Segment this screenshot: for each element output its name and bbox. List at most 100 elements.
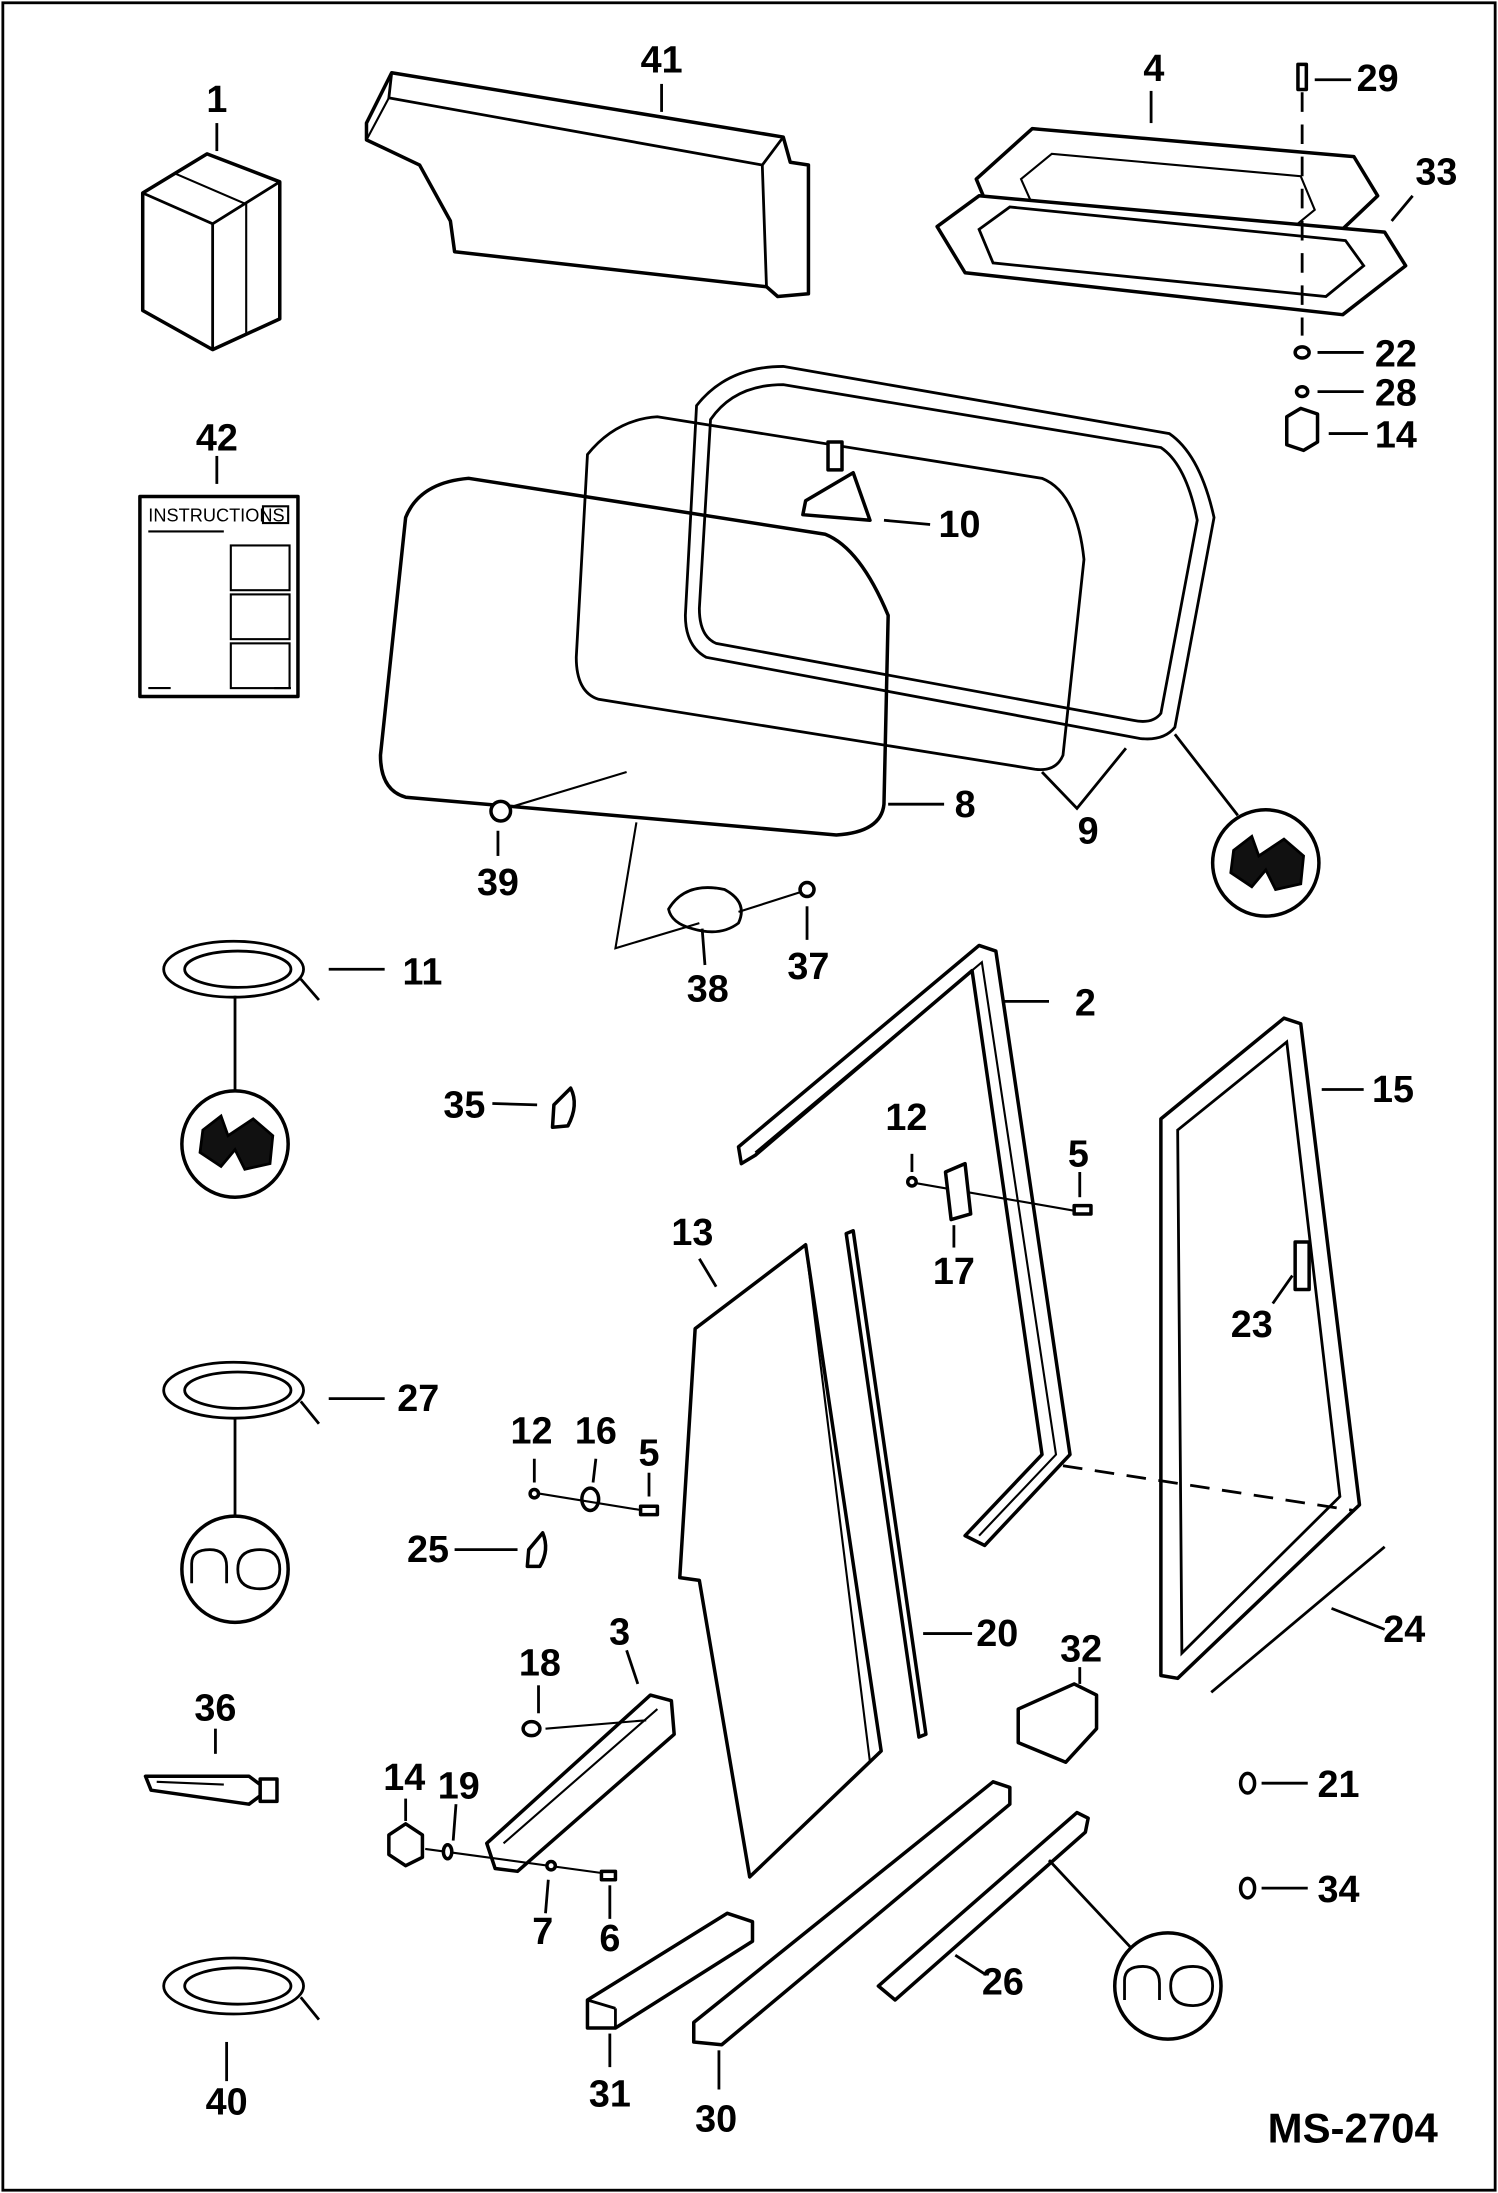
seal-profile-d xyxy=(1112,1931,1223,2041)
part-34-plug xyxy=(1238,1876,1257,1900)
seal-profile-a xyxy=(1210,808,1321,918)
part-12-nut-lower xyxy=(528,1487,541,1500)
drawing-code: MS-2704 xyxy=(1268,2105,1439,2152)
part-21-plug xyxy=(1238,1771,1257,1795)
part-35-clip xyxy=(550,1086,576,1130)
callout-41: 41 xyxy=(641,40,683,82)
callout-11: 11 xyxy=(402,952,442,994)
part-5-screw-lower xyxy=(638,1504,660,1517)
part-37-nut xyxy=(798,880,816,899)
leader-33 xyxy=(1390,194,1414,222)
frame-align-line xyxy=(1062,1464,1355,1512)
leader-19 xyxy=(451,1804,458,1841)
seal-profile-b xyxy=(180,1089,290,1199)
callout-34: 34 xyxy=(1318,1869,1360,1911)
callout-40: 40 xyxy=(206,2082,248,2124)
bolt-line-middle xyxy=(539,1492,644,1512)
callout-21: 21 xyxy=(1318,1764,1360,1806)
part-13-panel xyxy=(678,1243,883,1879)
part-32-block xyxy=(1016,1682,1099,1764)
leader-9 xyxy=(1040,747,1128,811)
callout-17: 17 xyxy=(933,1251,975,1293)
callout-12-upper: 12 xyxy=(885,1097,927,1139)
callout-39: 39 xyxy=(477,862,519,904)
callout-30: 30 xyxy=(695,2098,737,2140)
callout-9: 9 xyxy=(1078,810,1099,852)
leader-16 xyxy=(591,1458,598,1483)
part-12-nut-upper xyxy=(905,1175,918,1188)
part-31-edge xyxy=(587,1998,616,2010)
callout-33: 33 xyxy=(1415,152,1457,194)
part-26-bar xyxy=(876,1810,1090,2002)
callout-26: 26 xyxy=(982,1961,1024,2003)
callout-38: 38 xyxy=(687,968,729,1010)
leader-23 xyxy=(1271,1274,1294,1305)
callout-42: 42 xyxy=(196,417,238,459)
callout-18: 18 xyxy=(519,1643,561,1685)
callout-7: 7 xyxy=(532,1911,553,1953)
part-40-seal-coil xyxy=(162,1956,321,2021)
callout-5-upper: 5 xyxy=(1068,1133,1089,1175)
bolt-line-hinge-top xyxy=(545,1719,647,1730)
leader-3 xyxy=(625,1649,640,1685)
leader-13 xyxy=(698,1258,718,1288)
part-16-washer xyxy=(580,1486,601,1513)
part-30-foam xyxy=(692,1780,1012,2047)
bolt-line-hinge-bottom xyxy=(425,1847,610,1876)
callout-28: 28 xyxy=(1375,373,1417,415)
part-22-washer xyxy=(1293,345,1311,360)
callout-20: 20 xyxy=(976,1613,1018,1655)
instructions-label: INSTRUCTIONS xyxy=(148,506,284,526)
part-11-seal-coil xyxy=(162,939,320,1001)
callout-25: 25 xyxy=(407,1529,449,1571)
part-42-instructions xyxy=(138,494,300,699)
part-27-seal-coil xyxy=(162,1360,321,1425)
callout-2: 2 xyxy=(1075,982,1096,1024)
callout-27: 27 xyxy=(397,1378,439,1420)
callout-14-lower: 14 xyxy=(383,1757,425,1799)
part-14-knob-lower xyxy=(387,1822,425,1868)
part-6-screw xyxy=(599,1869,618,1882)
leader-10 xyxy=(883,518,931,526)
part-15-door-frame xyxy=(1159,1016,1362,1681)
part-7-nut xyxy=(545,1859,558,1872)
part-41-duct xyxy=(364,70,811,299)
leader-seal-a xyxy=(1173,733,1239,817)
part-38-cable xyxy=(667,886,743,934)
part-33-gasket xyxy=(935,194,1408,317)
part-39-rivet xyxy=(489,799,513,823)
part-17-bracket xyxy=(943,1161,973,1222)
part-5-screw-upper xyxy=(1072,1203,1093,1216)
part-1-box xyxy=(140,152,282,352)
callout-5-lower: 5 xyxy=(639,1433,660,1475)
leader-38 xyxy=(700,928,707,966)
callout-24: 24 xyxy=(1383,1609,1425,1651)
callout-14-top: 14 xyxy=(1375,415,1417,457)
leader-26 xyxy=(954,1954,987,1976)
callout-32: 32 xyxy=(1060,1629,1102,1671)
callout-4: 4 xyxy=(1143,48,1164,90)
leader-seal-d xyxy=(1047,1859,1132,1948)
leader-35 xyxy=(492,1102,538,1107)
callout-35: 35 xyxy=(443,1084,485,1126)
part-25-clip xyxy=(525,1531,548,1569)
leader-24 xyxy=(1331,1607,1386,1631)
part-3-hinge xyxy=(485,1693,676,1874)
part-14-knob-top xyxy=(1285,406,1320,453)
seal-profile-c xyxy=(180,1514,290,1625)
bolt-line-upper xyxy=(915,1182,1078,1213)
callout-31: 31 xyxy=(589,2073,631,2115)
callout-36: 36 xyxy=(194,1687,236,1729)
part-20-strip xyxy=(844,1229,928,1739)
part-10-latch xyxy=(801,440,872,523)
part-19-washer xyxy=(441,1843,454,1861)
part-28-washer xyxy=(1294,384,1310,399)
part-23-latch xyxy=(1293,1240,1311,1292)
callout-13: 13 xyxy=(671,1212,713,1254)
callout-22: 22 xyxy=(1375,333,1417,375)
callout-6: 6 xyxy=(599,1918,620,1960)
rivet-line xyxy=(506,771,627,810)
